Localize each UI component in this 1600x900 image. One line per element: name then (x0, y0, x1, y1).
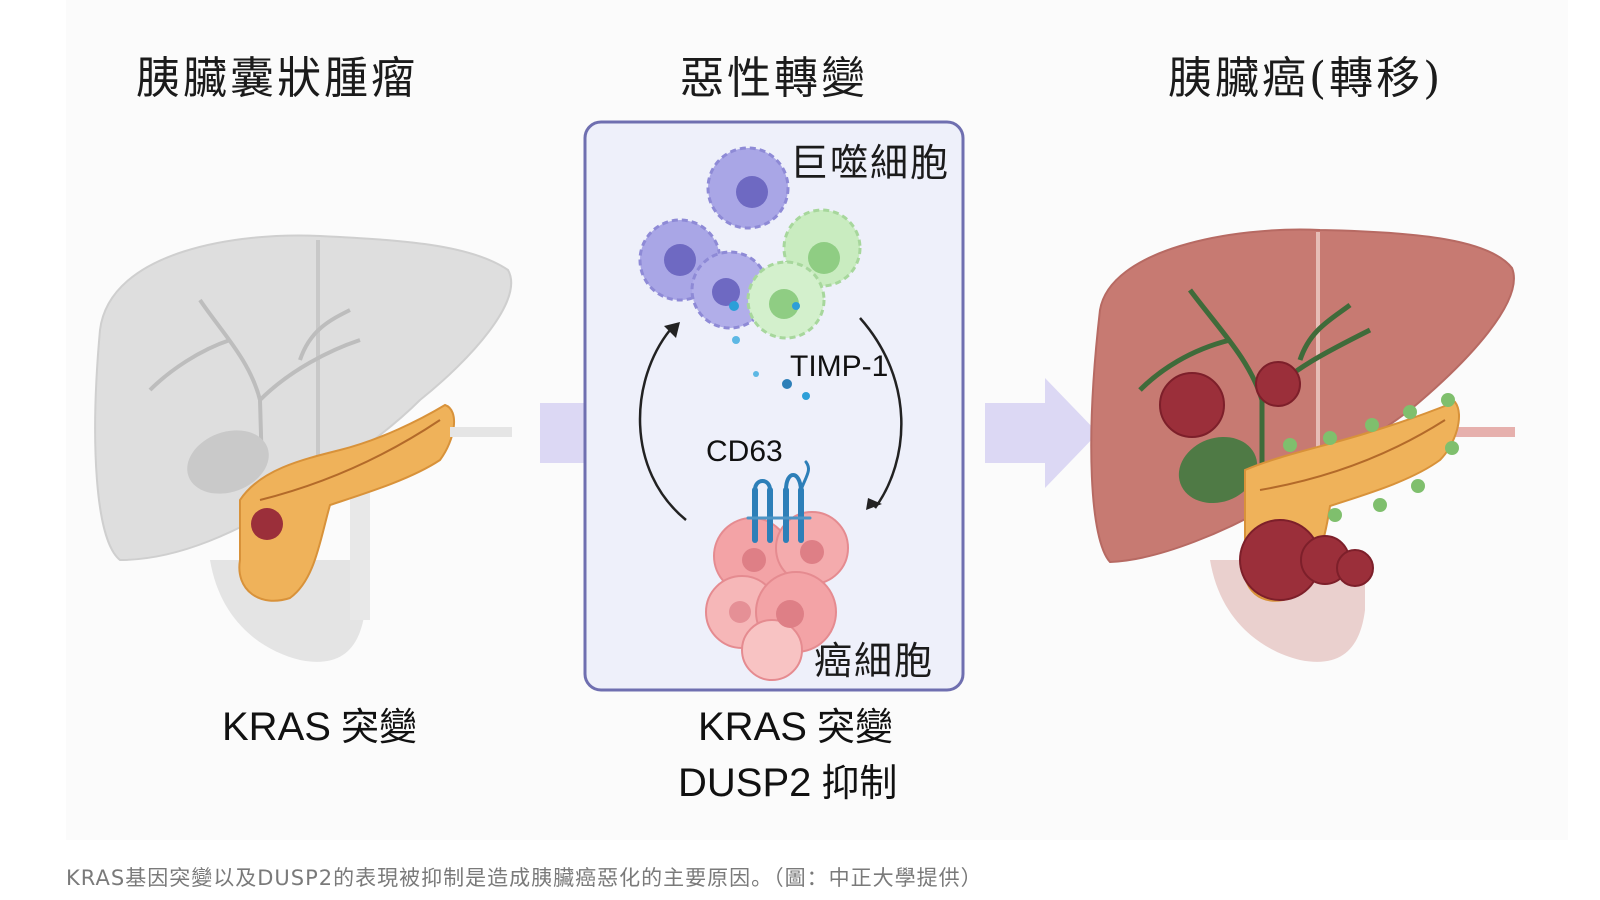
figure-caption: KRAS基因突變以及DUSP2的表現被抑制是造成胰臟癌惡化的主要原因。（圖：中正… (66, 866, 983, 890)
timp1-particles (729, 301, 810, 400)
middle-state-1: 突變 (816, 705, 893, 749)
cycle-arrows (638, 317, 903, 521)
cancer-cell-label: 癌細胞 (814, 639, 935, 683)
cancer-cell-cluster (705, 511, 849, 681)
macrophage-cell (782, 208, 862, 288)
tumor-small (251, 508, 283, 540)
cd63-label: CD63 (706, 435, 783, 468)
pancreas-left (238, 403, 512, 602)
metastasis-tumors (1159, 361, 1301, 438)
macrophage-cell (706, 146, 790, 230)
title-left: 胰臟囊狀腫瘤 (136, 53, 418, 104)
cd63-receptor (746, 460, 812, 543)
pancreas-right (1239, 393, 1460, 602)
middle-gene-1: KRAS (698, 705, 807, 749)
middle-state-2: 抑制 (821, 761, 898, 805)
middle-gene-2: DUSP2 (678, 761, 812, 805)
liver-gray (94, 234, 513, 662)
left-state: 突變 (340, 705, 417, 749)
macrophage-cluster (638, 146, 862, 340)
macrophage-cell (746, 260, 826, 340)
left-gene: KRAS (222, 705, 331, 749)
macrophage-label: 巨噬細胞 (790, 141, 951, 185)
title-right: 胰臟癌(轉移) (1168, 53, 1444, 104)
timp1-label: TIMP-1 (790, 350, 889, 383)
liver-red (1090, 228, 1515, 662)
progression-arrow-right (985, 378, 1098, 488)
title-middle: 惡性轉變 (680, 53, 868, 104)
